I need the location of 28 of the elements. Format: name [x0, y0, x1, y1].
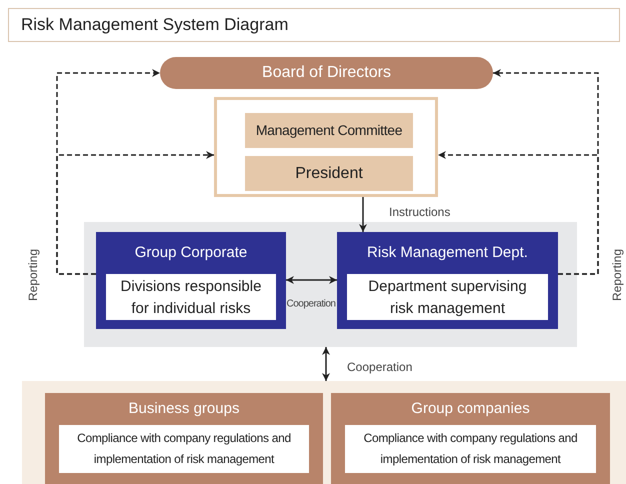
dashed-arrow: [438, 151, 599, 275]
board-pill: [160, 57, 493, 89]
department-box: [337, 232, 558, 329]
node-title: Group Corporate: [134, 242, 248, 263]
node-title: Management Committee: [256, 121, 402, 140]
organization-box: [331, 393, 610, 484]
node-title: President: [295, 164, 363, 184]
role-box: [245, 156, 413, 191]
group-panel: [84, 222, 577, 347]
node-title: Group companies: [411, 398, 530, 419]
role-box: [245, 113, 413, 148]
arrow: [322, 347, 330, 381]
node-title: Board of Directors: [262, 63, 391, 83]
description-box: Compliance with company regulations and implementation of risk management: [345, 425, 596, 473]
department-box: [96, 232, 286, 329]
group-panel: [22, 381, 626, 484]
group-panel: [214, 97, 438, 197]
arrow: [286, 276, 337, 284]
node-title: Business groups: [128, 398, 240, 419]
arrow: [359, 197, 367, 232]
title: Risk Management System Diagram: [21, 14, 288, 36]
node-title: Risk Management Dept.: [367, 242, 528, 263]
dashed-arrow: [56, 151, 214, 275]
description-box: Compliance with company regulations and implementation of risk management: [59, 425, 309, 473]
organization-box: [45, 393, 323, 484]
edge-label: Cooperation: [286, 296, 336, 312]
description-box: Department supervising risk management: [347, 274, 548, 320]
description-box: Divisions responsible for individual risks: [106, 274, 276, 320]
